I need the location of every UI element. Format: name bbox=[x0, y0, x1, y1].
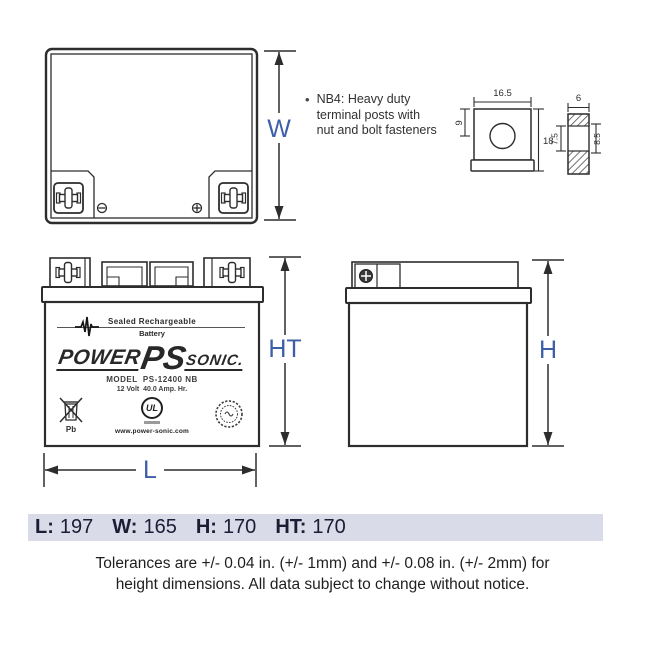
note-line-2: terminal posts with bbox=[316, 107, 421, 122]
front-top-blocks bbox=[49, 257, 251, 288]
dim-side-width-label: 6 bbox=[576, 93, 581, 104]
dim-l-value: 197 bbox=[59, 516, 94, 538]
dim-front-height-label: 18 bbox=[543, 136, 554, 147]
ul-stack: UL www.power-sonic.com bbox=[115, 397, 189, 435]
l-dimension-label: L bbox=[143, 456, 157, 484]
note-line-3: nut and bolt fasteners bbox=[316, 123, 437, 137]
pulse-icon bbox=[75, 316, 99, 337]
vent-negative-icon bbox=[96, 202, 108, 214]
dim-side-left-label: 7.5 bbox=[550, 133, 560, 145]
label-rule bbox=[57, 327, 245, 328]
nb4-note: • NB4: Heavy duty terminal posts with nu… bbox=[305, 92, 465, 139]
ul-icon: UL bbox=[141, 397, 163, 419]
vent-positive-icon bbox=[191, 202, 203, 214]
cert-seal-icon bbox=[215, 400, 243, 428]
tagline-bottom: Battery bbox=[139, 329, 165, 338]
dim-ht-label: HT: bbox=[275, 516, 307, 538]
side-bolt-icon bbox=[359, 269, 373, 283]
tolerance-note: Tolerances are +/- 0.04 in. (+/- 1mm) an… bbox=[0, 553, 645, 595]
note-line-1: NB4: Heavy duty bbox=[316, 92, 411, 106]
dim-w-label: W: bbox=[112, 516, 138, 538]
side-top-block bbox=[351, 261, 519, 289]
terminal-front-dims bbox=[460, 97, 544, 172]
dim-hole-offset-label: 9 bbox=[455, 120, 465, 125]
ht-dimension bbox=[269, 256, 301, 447]
dim-item-h: H: 170 bbox=[196, 516, 256, 539]
brand-power: POWER bbox=[56, 346, 143, 371]
tolerance-line-2: height dimensions. All data subject to c… bbox=[115, 576, 530, 593]
w-dimension bbox=[264, 50, 296, 221]
dim-item-w: W: 165 bbox=[112, 516, 177, 539]
dimensions-bar: L: 197 W: 165 H: 170 HT: 170 bbox=[28, 514, 603, 541]
dim-h-label: H: bbox=[195, 516, 217, 538]
tolerance-line-1: Tolerances are +/- 0.04 in. (+/- 1mm) an… bbox=[95, 555, 550, 572]
terminal-post-left bbox=[53, 182, 84, 214]
model-text: MODEL PS-12400 NB bbox=[106, 375, 198, 384]
dim-w-value: 165 bbox=[143, 516, 177, 538]
tagline-top: Sealed Rechargeable bbox=[107, 317, 197, 326]
terminal-side-view bbox=[567, 113, 590, 175]
l-dimension bbox=[43, 453, 257, 487]
front-lid bbox=[41, 286, 264, 303]
side-body bbox=[347, 301, 529, 448]
dim-l-label: L: bbox=[35, 516, 54, 538]
dim-side-right-label: 8.5 bbox=[592, 133, 602, 145]
dim-h-value: 170 bbox=[222, 516, 257, 538]
terminal-side-dims bbox=[556, 103, 601, 154]
note-bullet: • bbox=[305, 92, 310, 107]
battery-label: Sealed Rechargeable Battery POWER PS SON… bbox=[47, 303, 257, 445]
h-dimension bbox=[532, 259, 564, 447]
note-text: NB4: Heavy duty terminal posts with nut … bbox=[317, 92, 437, 139]
side-lid bbox=[345, 287, 532, 304]
top-view-diagram: W bbox=[44, 47, 296, 225]
spec-text: 12 Volt 40.0 Amp. Hr. bbox=[116, 386, 188, 393]
pb-recycle-icon: Pb bbox=[59, 397, 83, 434]
terminal-detail-diagram: 16.5 9 18 6 7.5 8.5 bbox=[455, 88, 602, 175]
w-dimension-label: W bbox=[267, 115, 291, 143]
h-dimension-label: H bbox=[539, 336, 557, 364]
dim-front-width-label: 16.5 bbox=[493, 88, 512, 99]
side-view-diagram: H bbox=[345, 259, 564, 448]
dim-item-l: L: 197 bbox=[35, 516, 93, 539]
top-view-outline bbox=[44, 47, 259, 225]
ht-dimension-label: HT bbox=[268, 335, 301, 363]
dim-item-ht: HT: 170 bbox=[275, 516, 345, 539]
website-text: www.power-sonic.com bbox=[115, 428, 189, 435]
terminal-front-view bbox=[470, 108, 535, 172]
dim-ht-value: 170 bbox=[312, 516, 346, 538]
brand-ps: PS bbox=[138, 339, 189, 376]
ul-file-number bbox=[144, 421, 160, 424]
pb-text: Pb bbox=[66, 425, 76, 434]
terminal-hole bbox=[489, 122, 516, 150]
brand-logo: POWER PS SONIC. bbox=[44, 339, 260, 376]
brand-sonic: SONIC. bbox=[184, 352, 246, 371]
terminal-post-right bbox=[218, 182, 249, 214]
